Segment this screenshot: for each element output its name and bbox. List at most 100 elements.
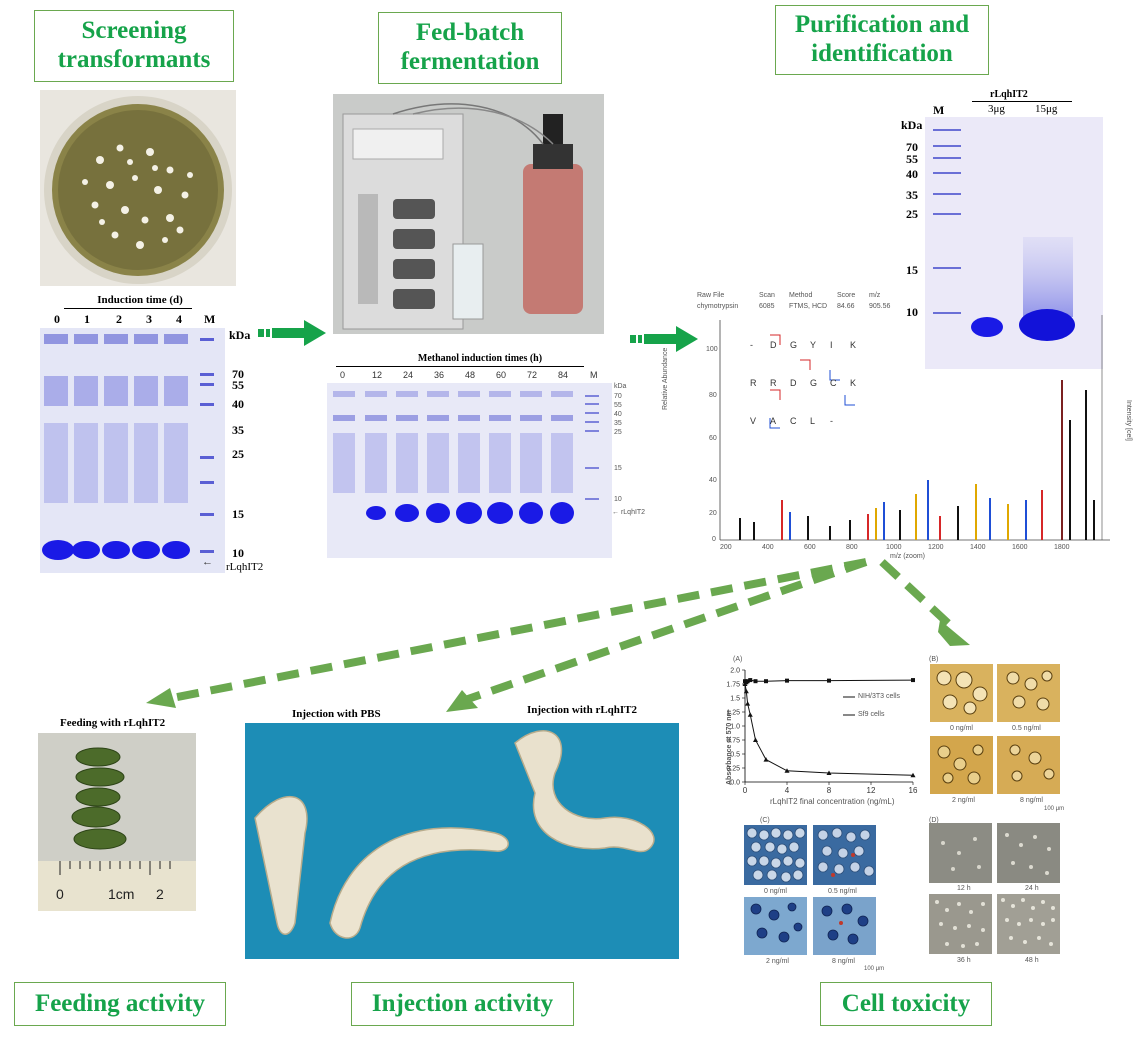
injection-rlq-caption: Injection with rLqhIT2	[527, 704, 638, 716]
tox-b-label-1: 0.5 ng/ml	[1012, 725, 1041, 732]
ms-seq-1-4: C	[830, 378, 837, 388]
tox-y-tick-label: 0.75	[726, 738, 740, 745]
tox-c-img-2	[744, 897, 807, 955]
tox-d-img-0	[929, 823, 992, 883]
ms-ytick-40: 40	[709, 477, 717, 484]
tox-c-label-3: 8 ng/ml	[832, 958, 855, 965]
tox-c-label-0: 0 ng/ml	[764, 888, 787, 895]
gel3-marker-55: 55	[906, 152, 918, 166]
gel3-lane-15ug: 15μg	[1035, 103, 1058, 115]
ms-xlabel: m/z (zoom)	[890, 553, 925, 560]
gel1-marker-70: 70	[232, 367, 244, 381]
gel1-marker-35: 35	[232, 423, 244, 437]
gel1-lane-M: M	[204, 312, 216, 326]
ms-seq-0-4: I	[830, 340, 833, 350]
ms-yticks: 100 80 60 40 20 0	[706, 310, 726, 543]
gel2-lane-36: 36	[434, 370, 445, 380]
tox-point	[763, 757, 769, 762]
tox-b-img-2	[930, 736, 993, 794]
ms-seq-1-5: K	[850, 378, 857, 388]
gel1-marker-40: 40	[232, 397, 244, 411]
tox-y-tick-label: 0.5	[730, 752, 740, 759]
tox-b-img-3	[997, 736, 1060, 794]
ms-meta-h2: Method	[789, 292, 813, 299]
gel1-lane-labels: 0 1 2 3 4 M	[42, 312, 222, 326]
tox-panel-b: (B)	[929, 656, 939, 663]
ms-meta-h3: Score	[837, 292, 856, 299]
gel1-kda: kDa	[229, 328, 251, 342]
tox-b-label-3: 8 ng/ml	[1020, 797, 1043, 804]
title-toxicity: Cell toxicity	[820, 982, 992, 1026]
tox-point	[827, 678, 831, 683]
tox-x-tick-label: 0	[743, 786, 748, 795]
ms-seq-2-4: -	[830, 416, 833, 426]
ms-meta-h1: Scan	[759, 292, 775, 299]
gel2-lane-12: 12	[372, 370, 383, 380]
ms-peaks	[739, 380, 1095, 540]
tox-d-img-2	[929, 894, 992, 954]
gel1-lane-4: 4	[176, 312, 182, 326]
gel1-band-label: rLqhIT2	[226, 561, 264, 573]
ms-ytick-100: 100	[706, 346, 718, 353]
ms-seq-2-1: A	[770, 416, 777, 426]
petri-dish-drawing	[44, 96, 232, 284]
ms-ytick-0: 0	[712, 536, 716, 543]
ms-seq-1-3: G	[810, 378, 818, 388]
gel3-kda: kDa	[901, 118, 923, 132]
title-purification: Purification and identification	[775, 5, 989, 75]
ms-ytick-20: 20	[709, 510, 717, 517]
tox-c-img-3	[813, 897, 876, 955]
gel2-lane-84: 84	[558, 370, 569, 380]
gel2-marker-15: 15	[614, 465, 622, 472]
tox-point	[826, 770, 832, 776]
tox-x-tick-label: 16	[909, 786, 918, 795]
title-fedbatch: Fed-batch fermentation	[378, 12, 562, 84]
gel1-band-arrow: ←	[202, 556, 213, 568]
ruler-2: 2	[156, 886, 164, 902]
tox-point	[910, 772, 916, 778]
tox-d-label-3: 48 h	[1025, 957, 1039, 964]
ms-seq-0-0: -	[750, 340, 753, 350]
injection-photo	[245, 723, 679, 959]
ms-xtick-600: 600	[804, 544, 816, 551]
title-feeding: Feeding activity	[14, 982, 226, 1026]
tox-y-tick-label: 1.75	[726, 682, 740, 689]
tox-y-tick-label: 1.5	[730, 696, 740, 703]
tox-point	[747, 712, 753, 717]
ms-seq-1-1: R	[770, 378, 777, 388]
title-screening: Screening transformants	[34, 10, 234, 82]
arrow-to-injection	[463, 558, 868, 704]
ms-seq-2-2: C	[790, 416, 797, 426]
ms-meta-v4: 905.56	[869, 303, 891, 310]
gel2-marker-70: 70	[614, 393, 622, 400]
ms-xtick-1400: 1400	[970, 544, 986, 551]
ms-xtick-1800: 1800	[1054, 544, 1070, 551]
tox-panel-a: (A)	[733, 656, 743, 663]
ruler-0: 0	[56, 886, 64, 902]
gel2-lane-0: 0	[340, 370, 346, 380]
ms-seq-1-2: D	[790, 378, 797, 388]
arrowhead-feeding	[146, 688, 176, 708]
gel1-marker-15: 15	[232, 507, 244, 521]
tox-b-label-0: 0 ng/ml	[950, 725, 973, 732]
gel3-header: rLqhIT2	[990, 89, 1028, 100]
tox-x-tick-label: 12	[867, 786, 876, 795]
ms-meta-v3: 84.66	[837, 303, 855, 310]
tox-ylabel: Absorbance at 570 nm	[726, 710, 733, 785]
arrowhead-injection	[446, 690, 478, 712]
tox-y-tick-label: 0.25	[726, 766, 740, 773]
gel3-marker-70: 70	[906, 140, 918, 154]
gel2-lane-M: M	[590, 370, 598, 380]
gel2-marker-10: 10	[614, 496, 622, 503]
tox-d-img-1	[997, 823, 1060, 883]
gel1-marker-25: 25	[232, 447, 244, 461]
tox-panel-c: (C)	[760, 817, 770, 824]
ms-seq-0-5: K	[850, 340, 857, 350]
ms-meta-v0: chymotrypsin	[697, 303, 739, 310]
arrow-fermentation-to-purification	[630, 326, 698, 352]
gel2-kda: kDa	[614, 383, 627, 390]
tox-d-img-3	[997, 894, 1060, 954]
tox-b-label-2: 2 ng/ml	[952, 797, 975, 804]
tox-c-img-1	[813, 825, 876, 885]
